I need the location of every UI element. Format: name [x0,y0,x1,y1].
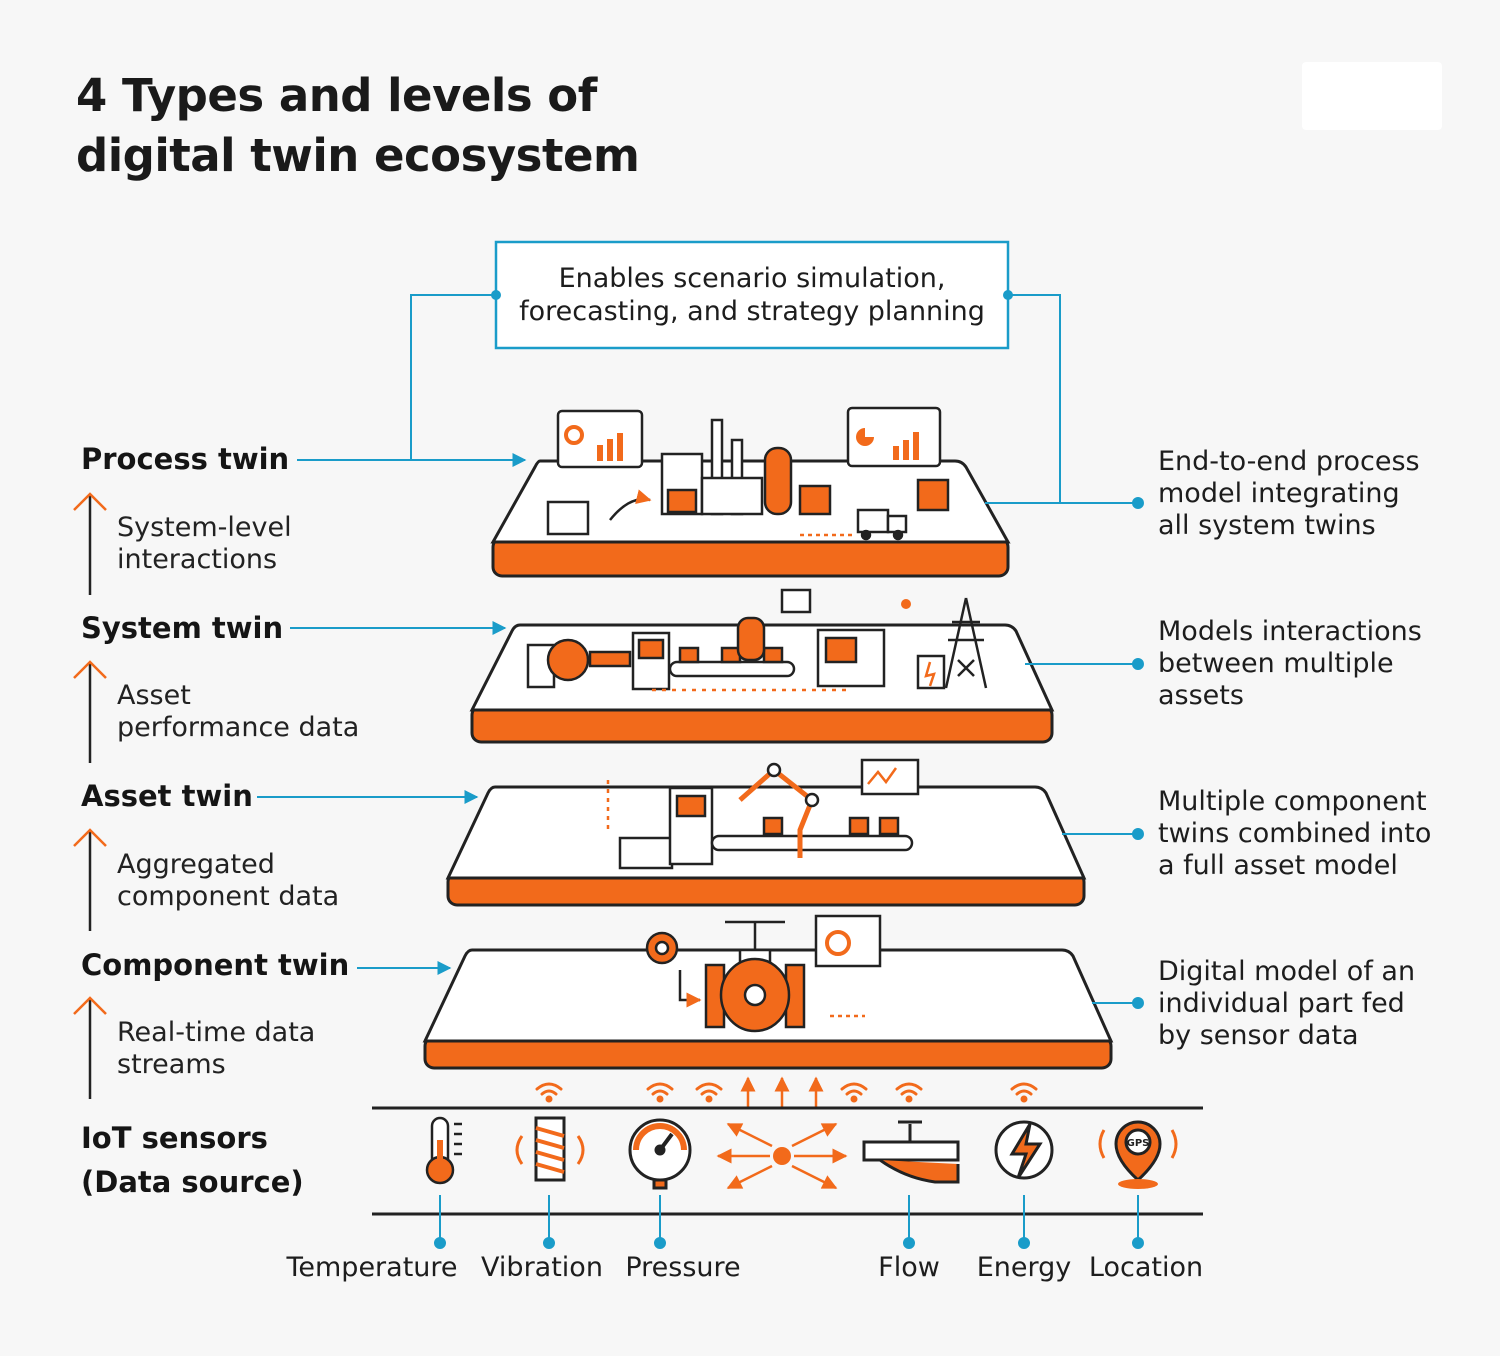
label-arrows [257,453,527,975]
top-box-line-1: Enables scenario simulation, [558,263,946,294]
flow-line: Real-time data [117,1017,316,1048]
sensor-band [372,1106,1203,1216]
spring-icon [515,1116,585,1182]
desc-line: model integrating [1158,478,1400,509]
flow-up-arrows [73,492,107,1099]
flow-aggregated: Aggregated component data [117,849,339,913]
system-illustration [526,588,988,692]
sensor-label-energy: Energy [976,1252,1072,1283]
gauge-icon [628,1118,692,1190]
label-component-twin: Component twin [81,948,350,982]
sensor-label-vibration: Vibration [481,1252,603,1283]
burst-icon [716,1122,848,1190]
desc-line: Digital model of an [1158,956,1416,987]
flow-line: Aggregated [117,849,275,880]
valve-illustration [645,914,882,1033]
thermometer-icon [425,1116,462,1185]
flow-realtime: Real-time data streams [117,1017,315,1081]
desc-line: Models interactions [1158,616,1422,647]
iot-label-line-1: IoT sensors [81,1121,268,1155]
asset-illustration [606,758,920,870]
sensor-label-flow: Flow [878,1252,940,1283]
flow-line: performance data [117,712,360,743]
desc-system: Models interactions between multiple ass… [1158,616,1422,712]
desc-line: assets [1158,680,1244,711]
sensor-label-pressure: Pressure [625,1252,741,1283]
flow-line: streams [117,1049,226,1080]
label-asset-twin: Asset twin [81,779,253,813]
desc-line: individual part fed [1158,988,1405,1019]
desc-process: End-to-end process model integrating all… [1158,446,1420,542]
top-box-line-2: forecasting, and strategy planning [519,296,985,327]
gps-badge-text: GPS [1127,1138,1150,1149]
connector-dot [1003,290,1013,300]
flow-line: component data [117,881,340,912]
title-line-1: 4 Types and levels of [76,69,597,122]
label-system-twin: System twin [81,611,284,645]
data-up-arrows [740,1076,824,1108]
connector-dot [491,290,501,300]
desc-line: between multiple [1158,648,1394,679]
wifi-signals [535,1082,1038,1103]
iot-label-line-2: (Data source) [81,1165,304,1199]
sensor-stems [434,1195,1144,1249]
label-process-twin: Process twin [81,442,290,476]
desc-component: Digital model of an individual part fed … [1158,956,1415,1052]
desc-line: twins combined into [1158,818,1432,849]
flow-line: Asset [117,680,191,711]
sensor-label-location: Location [1088,1252,1204,1283]
desc-line: Multiple component [1158,786,1427,817]
flow-line: interactions [117,544,278,575]
desc-line: a full asset model [1158,850,1398,881]
flow-system-level: System-level interactions [117,512,292,576]
desc-asset: Multiple component twins combined into a… [1158,786,1431,882]
top-box [494,240,1010,350]
gps-pin-icon: GPS [1098,1120,1178,1189]
desc-connectors [985,497,1144,1009]
label-iot-sensors: IoT sensors (Data source) [81,1116,304,1204]
title-line-2: digital twin ecosystem [76,129,640,182]
top-box-text: Enables scenario simulation, forecasting… [497,262,1007,328]
sensor-label-temperature: Temperature [286,1252,458,1283]
factory-illustration [546,406,950,541]
pipe-valve-icon [862,1120,960,1184]
desc-line: End-to-end process [1158,446,1420,477]
top-box-connectors [410,294,1061,503]
flow-line: System-level [117,512,292,543]
flow-asset-performance: Asset performance data [117,680,359,744]
lightning-icon [994,1120,1054,1180]
desc-line: by sensor data [1158,1020,1359,1051]
logo-placeholder [1302,62,1442,130]
page-title: 4 Types and levels of digital twin ecosy… [76,66,640,186]
desc-line: all system twins [1158,510,1376,541]
